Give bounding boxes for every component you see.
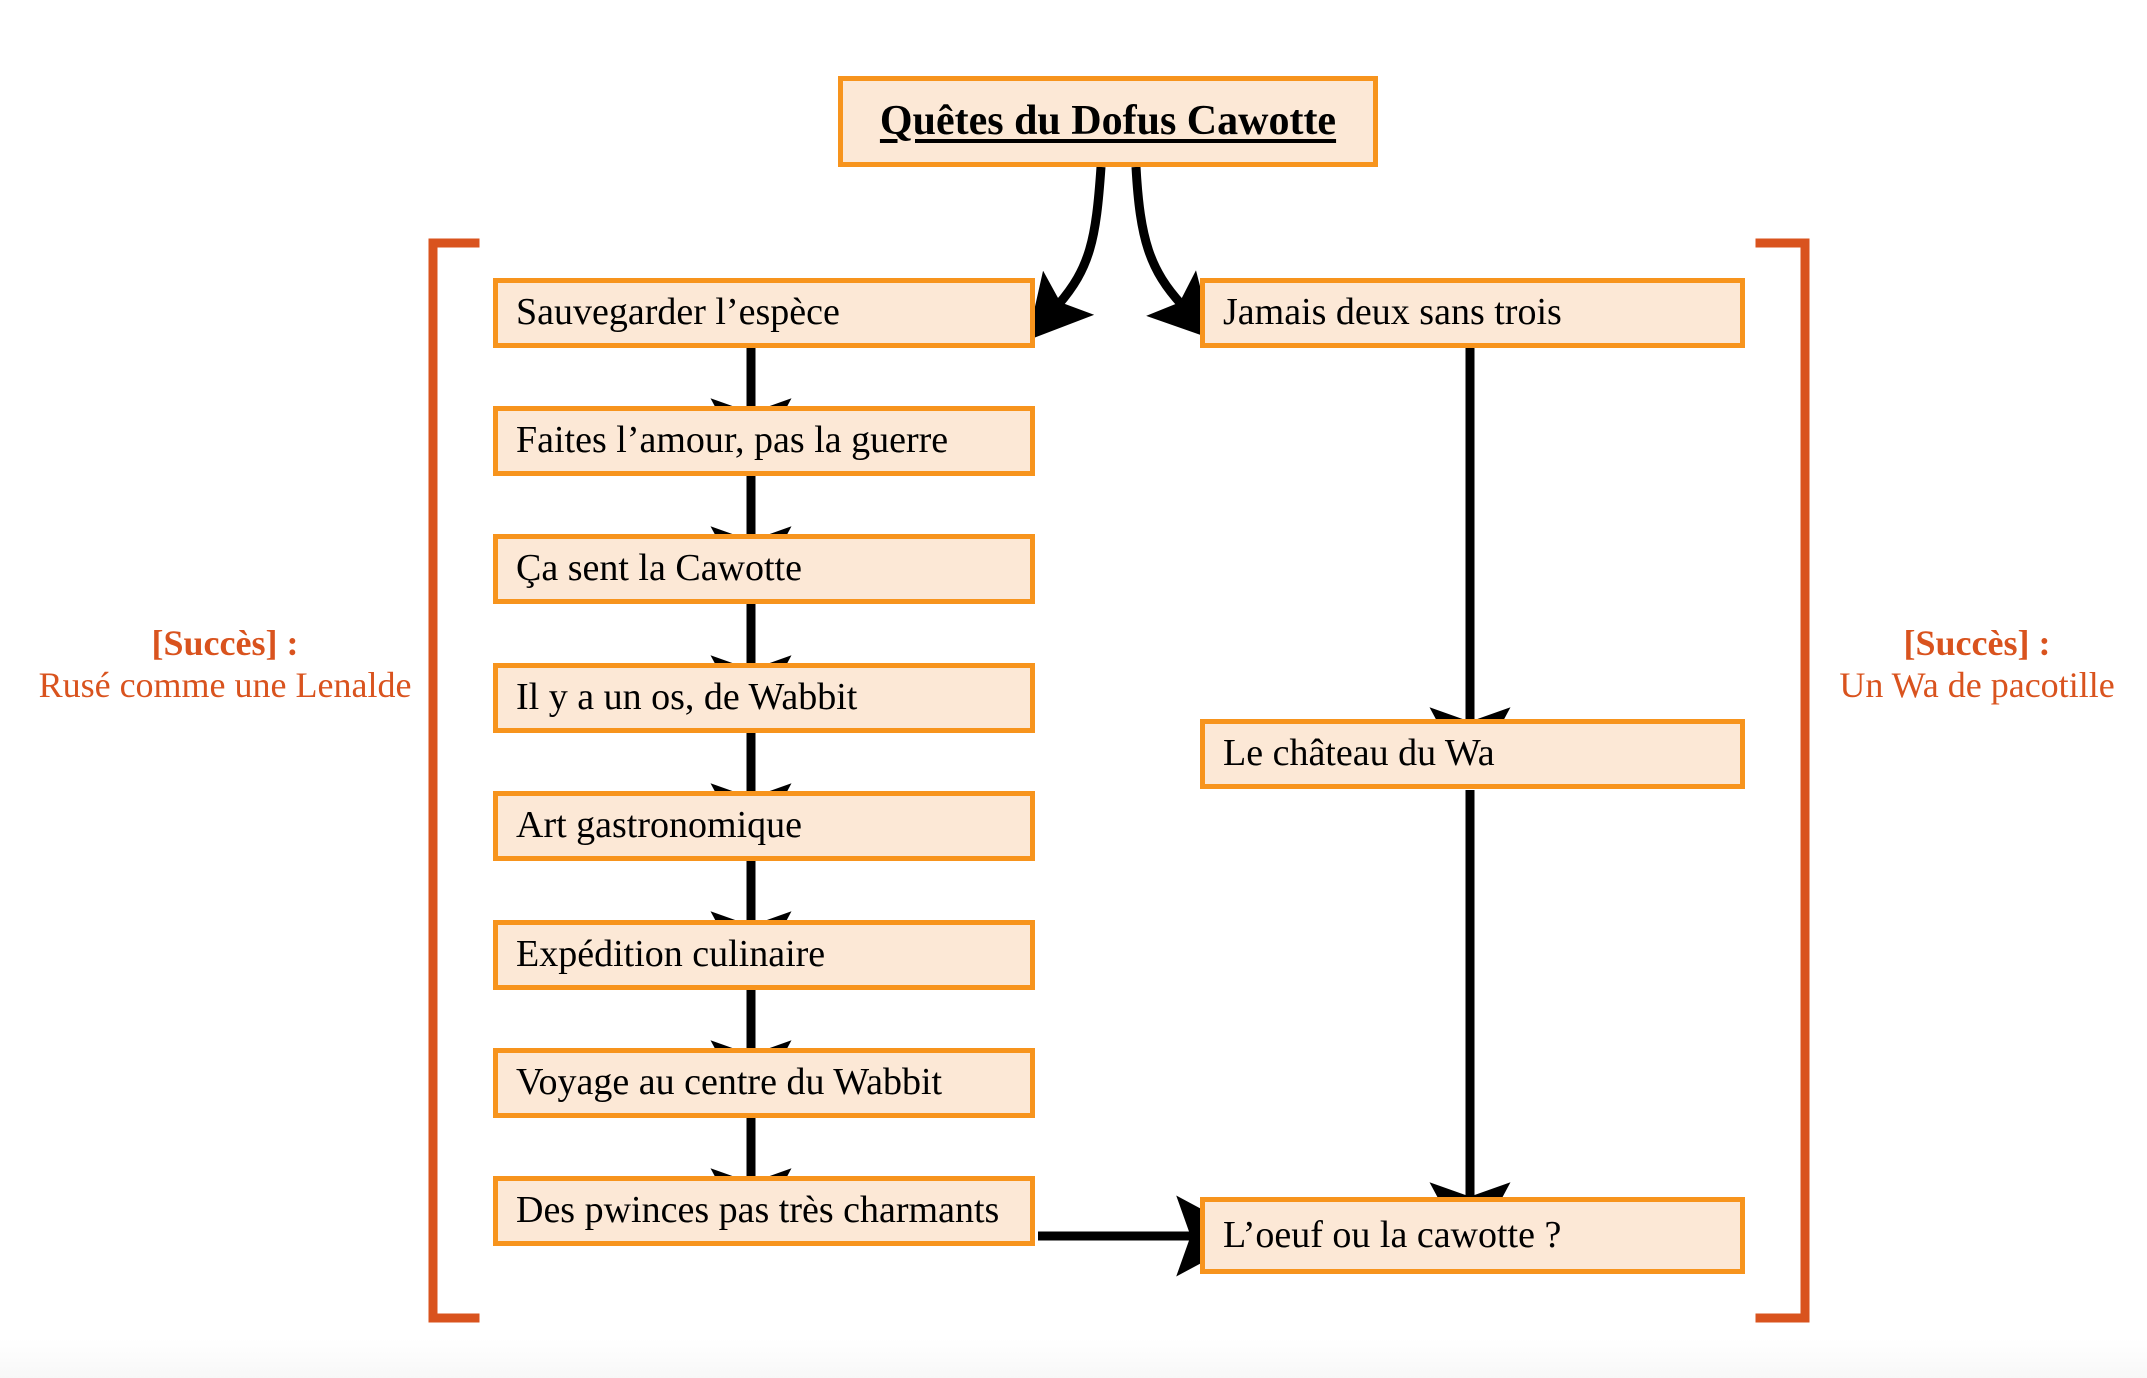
right-achievement-label: [Succès] : Un Wa de pacotille: [1812, 622, 2142, 707]
right-achievement-name: Un Wa de pacotille: [1839, 665, 2115, 706]
left-achievement-name: Rusé comme une Lenalde: [38, 665, 412, 706]
left-achievement-label: [Succès] : Rusé comme une Lenalde: [20, 622, 430, 707]
right-step-1[interactable]: Jamais deux sans trois: [1200, 278, 1745, 348]
right-step-3[interactable]: L’oeuf ou la cawotte ?: [1200, 1197, 1745, 1274]
right-step-2[interactable]: Le château du Wa: [1200, 719, 1745, 789]
left-step-7[interactable]: Voyage au centre du Wabbit: [493, 1048, 1035, 1118]
bottom-edge-band: [0, 1338, 2147, 1378]
left-step-1[interactable]: Sauvegarder l’espèce: [493, 278, 1035, 348]
right-step-2-label: Le château du Wa: [1223, 732, 1495, 775]
left-step-2[interactable]: Faites l’amour, pas la guerre: [493, 406, 1035, 476]
page-title: Quêtes du Dofus Cawotte: [879, 98, 1337, 145]
title-to-left-arrow: [1027, 166, 1106, 341]
left-step-3-label: Ça sent la Cawotte: [516, 547, 802, 590]
left-step-5[interactable]: Art gastronomique: [493, 791, 1035, 861]
left-step-8-label: Des pwinces pas très charmants: [516, 1189, 1000, 1232]
left-step-6-label: Expédition culinaire: [516, 933, 826, 976]
left-step-4[interactable]: Il y a un os, de Wabbit: [493, 663, 1035, 733]
left-bracket: [428, 238, 480, 1323]
title-to-right-arrow: [1131, 166, 1214, 340]
title-box[interactable]: Quêtes du Dofus Cawotte: [838, 76, 1378, 167]
left-step-8[interactable]: Des pwinces pas très charmants: [493, 1176, 1035, 1246]
left-step-3[interactable]: Ça sent la Cawotte: [493, 534, 1035, 604]
left-step-1-label: Sauvegarder l’espèce: [516, 291, 840, 334]
left-step-6[interactable]: Expédition culinaire: [493, 920, 1035, 990]
left-step-2-label: Faites l’amour, pas la guerre: [516, 419, 949, 462]
right-bracket: [1755, 238, 1810, 1323]
left-achievement-header: [Succès] :: [151, 623, 299, 663]
right-step-1-label: Jamais deux sans trois: [1223, 291, 1562, 334]
right-step-3-label: L’oeuf ou la cawotte ?: [1223, 1213, 1562, 1256]
left-step-7-label: Voyage au centre du Wabbit: [516, 1061, 943, 1104]
left-step-5-label: Art gastronomique: [516, 804, 803, 847]
right-achievement-header: [Succès] :: [1903, 623, 2051, 663]
left-step-4-label: Il y a un os, de Wabbit: [516, 676, 858, 719]
